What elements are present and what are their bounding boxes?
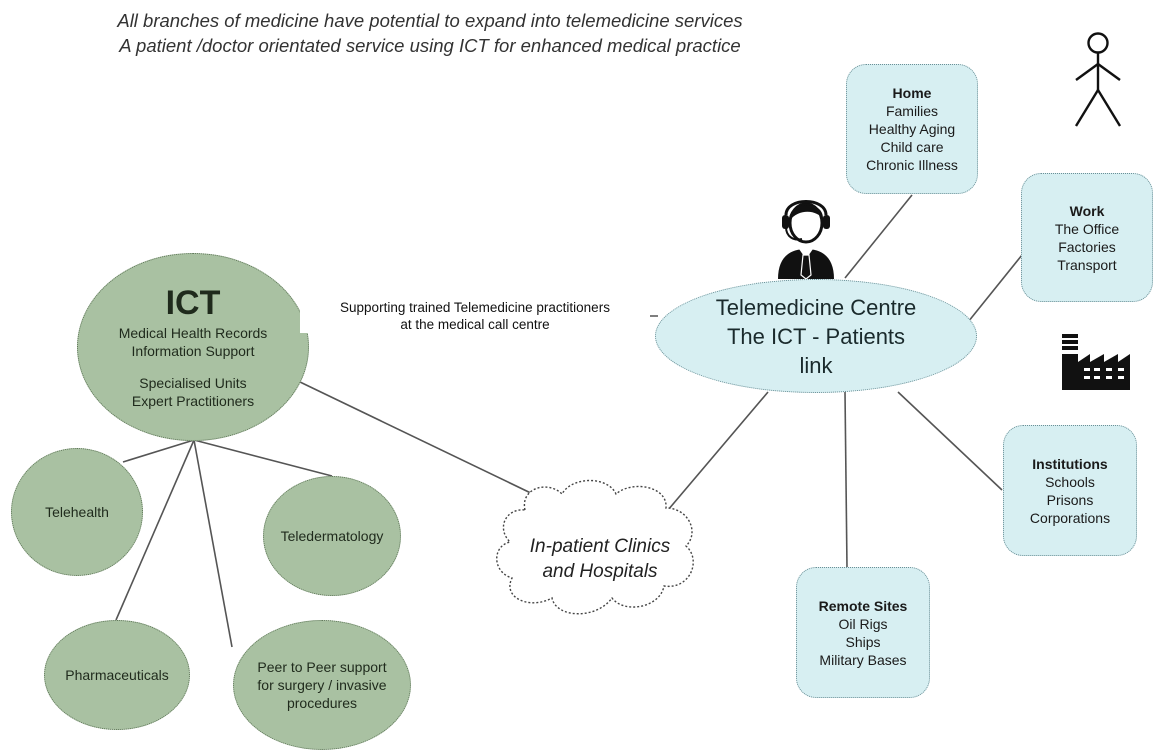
work-item: Factories — [1058, 238, 1116, 255]
ict-line-3: Specialised Units — [139, 375, 247, 391]
work-item: Transport — [1057, 256, 1117, 273]
home-item: Families — [885, 103, 939, 119]
peer-support-node: Peer to Peer support for surgery / invas… — [233, 620, 411, 750]
institutions-item: Prisons — [1046, 491, 1094, 508]
link-label-line-1: Supporting trained Telemedicine practiti… — [340, 300, 610, 315]
operator-icon — [778, 200, 834, 279]
centre-line-3: link — [799, 352, 833, 378]
ict-line-2: Information Support — [131, 343, 255, 359]
header-line-1: All branches of medicine have potential … — [117, 10, 743, 31]
remote-item: Ships — [845, 633, 881, 650]
teledermatology-node: Teledermatology — [263, 476, 401, 596]
peer-support-label: Peer to Peer support for surgery / invas… — [257, 659, 387, 711]
home-item: Child care — [880, 139, 944, 155]
remote-sites-node: Remote Sites Oil Rigs Ships Military Bas… — [796, 567, 930, 698]
telehealth-label: Telehealth — [45, 504, 109, 520]
ict-title: ICT — [165, 284, 221, 322]
header-line-2: A patient /doctor orientated service usi… — [119, 35, 741, 56]
teledermatology-label: Teledermatology — [280, 528, 384, 544]
pharmaceuticals-label: Pharmaceuticals — [65, 667, 169, 683]
work-title: Work — [1069, 202, 1105, 219]
institutions-item: Schools — [1045, 473, 1095, 490]
institutions-node: Institutions Schools Prisons Corporation… — [1003, 425, 1137, 556]
link-label: Supporting trained Telemedicine practiti… — [300, 299, 650, 333]
cloud-line-2: and Hospitals — [542, 561, 658, 582]
work-node: Work The Office Factories Transport — [1021, 173, 1153, 302]
ict-line-4: Expert Practitioners — [131, 393, 255, 409]
remote-title: Remote Sites — [818, 597, 908, 614]
stick-figure-icon — [1074, 32, 1122, 127]
cloud-shape — [496, 479, 694, 615]
ict-line-1: Medical Health Records — [118, 325, 268, 341]
work-item: The Office — [1054, 220, 1120, 237]
home-item: Chronic Illness — [866, 157, 958, 173]
ict-node: ICT Medical Health Records Information S… — [77, 253, 309, 441]
home-node: Home Families Healthy Aging Child care C… — [846, 64, 978, 194]
remote-item: Oil Rigs — [838, 615, 888, 632]
centre-line-2: The ICT - Patients — [726, 323, 906, 349]
factory-icon — [1062, 334, 1130, 390]
cloud-label: In-patient Clinics and Hospitals — [500, 534, 700, 584]
home-title: Home — [892, 85, 932, 101]
telemedicine-centre-node: Telemedicine Centre The ICT - Patients l… — [655, 279, 977, 393]
institutions-item: Corporations — [1029, 509, 1111, 526]
diagram-header: All branches of medicine have potential … — [0, 8, 860, 58]
home-item: Healthy Aging — [868, 121, 956, 137]
remote-item: Military Bases — [819, 651, 907, 668]
telehealth-node: Telehealth — [11, 448, 143, 576]
institutions-title: Institutions — [1032, 455, 1108, 472]
centre-line-1: Telemedicine Centre — [715, 294, 917, 320]
pharmaceuticals-node: Pharmaceuticals — [44, 620, 190, 730]
cloud-line-1: In-patient Clinics — [529, 536, 671, 557]
link-label-line-2: at the medical call centre — [400, 317, 550, 332]
